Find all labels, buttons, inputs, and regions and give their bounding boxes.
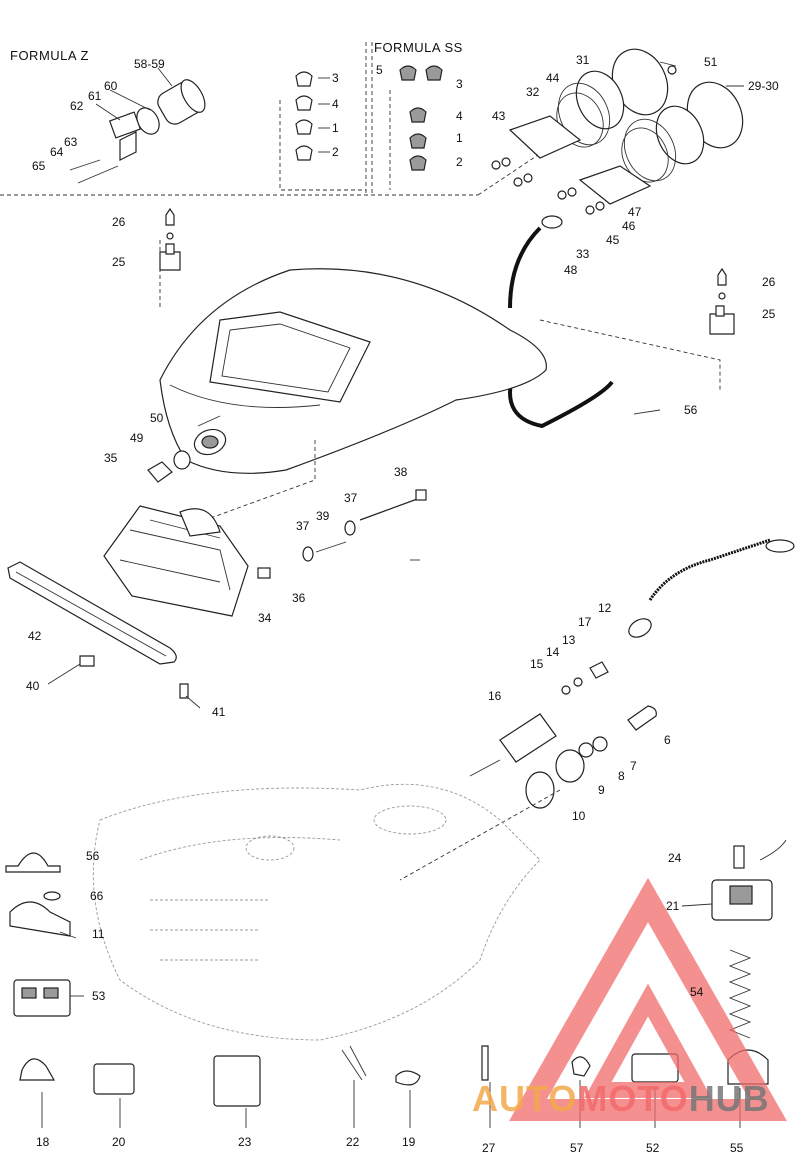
- callout-41: 41: [212, 705, 226, 719]
- watermark-hub: HUB: [688, 1078, 770, 1119]
- callout-58-59: 58-59: [134, 57, 165, 71]
- callout-26a: 26: [112, 215, 126, 229]
- callout-33: 33: [576, 247, 590, 261]
- callout-53: 53: [92, 989, 106, 1003]
- callout-2b: 2: [456, 155, 463, 169]
- adjuster-hardware: [302, 489, 427, 562]
- callout-26b: 26: [762, 275, 776, 289]
- callout-7: 7: [630, 759, 637, 773]
- callout-8: 8: [618, 769, 625, 783]
- voltage-regulator: [711, 839, 787, 921]
- callout-66: 66: [90, 889, 104, 903]
- callout-50: 50: [150, 411, 164, 425]
- callout-15: 15: [530, 657, 544, 671]
- callout-49: 49: [130, 431, 144, 445]
- bulb-group-right: [389, 65, 443, 190]
- callout-61: 61: [88, 89, 102, 103]
- callout-18: 18: [36, 1135, 50, 1149]
- callout-19: 19: [402, 1135, 416, 1149]
- section-header-formula-z: FORMULA Z: [10, 48, 89, 63]
- switch-left: [159, 207, 181, 271]
- callout-10: 10: [572, 809, 586, 823]
- callout-51: 51: [704, 55, 718, 69]
- callout-57: 57: [570, 1141, 584, 1155]
- callout-6: 6: [664, 733, 671, 747]
- watermark-wordmark: AUTOMOTOHUB: [472, 1078, 770, 1120]
- bulb-group-left: [279, 71, 366, 191]
- callout-2a: 2: [332, 145, 339, 159]
- switch-right: [709, 267, 735, 335]
- callout-14: 14: [546, 645, 560, 659]
- spring-54: [728, 949, 752, 1039]
- watermark-moto: MOTO: [577, 1078, 689, 1119]
- callout-65: 65: [32, 159, 46, 173]
- callout-1b: 1: [456, 131, 463, 145]
- callout-3a: 3: [332, 71, 339, 85]
- callout-22: 22: [346, 1135, 360, 1149]
- callout-39: 39: [316, 509, 330, 523]
- callout-numbers: 58-59 60 61 62 63 64 65 3 4 1 2 5 3 4 1 …: [26, 53, 779, 1155]
- headlamp-bracket: [7, 561, 189, 699]
- callout-31: 31: [576, 53, 590, 67]
- callout-44: 44: [546, 71, 560, 85]
- socket-assembly: [147, 428, 227, 483]
- callout-11: 11: [92, 927, 105, 941]
- gauge-assembly: [477, 48, 744, 429]
- callout-64: 64: [50, 145, 64, 159]
- callout-4a: 4: [332, 97, 339, 111]
- callout-29-30: 29-30: [748, 79, 779, 93]
- callout-37a: 37: [344, 491, 358, 505]
- callout-36: 36: [292, 591, 306, 605]
- callout-62: 62: [70, 99, 84, 113]
- connector-53: [13, 979, 71, 1017]
- callout-24: 24: [668, 851, 682, 865]
- callout-3b: 3: [456, 77, 463, 91]
- callout-48: 48: [564, 263, 578, 277]
- headlamp: [103, 505, 271, 617]
- callout-9: 9: [598, 783, 605, 797]
- hood: [159, 240, 721, 521]
- callout-47: 47: [628, 205, 642, 219]
- callout-42: 42: [28, 629, 42, 643]
- key-switch-assembly: [399, 538, 795, 881]
- callout-38: 38: [394, 465, 408, 479]
- callout-37b: 37: [296, 519, 310, 533]
- callout-17: 17: [578, 615, 592, 629]
- section-header-formula-ss: FORMULA SS: [374, 40, 463, 55]
- callout-35: 35: [104, 451, 118, 465]
- callout-34: 34: [258, 611, 272, 625]
- callout-23: 23: [238, 1135, 252, 1149]
- frame-outline: [92, 783, 541, 1041]
- callout-56a: 56: [684, 403, 698, 417]
- leader-lines: [47, 61, 744, 997]
- callout-46: 46: [622, 219, 636, 233]
- callout-20: 20: [112, 1135, 126, 1149]
- callout-25a: 25: [112, 255, 126, 269]
- callout-12: 12: [598, 601, 612, 615]
- callout-13: 13: [562, 633, 576, 647]
- callout-60: 60: [104, 79, 118, 93]
- callout-4b: 4: [456, 109, 463, 123]
- callout-63: 63: [64, 135, 78, 149]
- callout-56b: 56: [86, 849, 100, 863]
- callout-5: 5: [376, 63, 383, 77]
- callout-45: 45: [606, 233, 620, 247]
- callout-43: 43: [492, 109, 506, 123]
- callout-32: 32: [526, 85, 540, 99]
- callout-1a: 1: [332, 121, 339, 135]
- callout-54: 54: [690, 985, 704, 999]
- watermark-logo-triangle: [509, 877, 787, 1121]
- callout-55: 55: [730, 1141, 744, 1155]
- callout-40: 40: [26, 679, 40, 693]
- callout-25b: 25: [762, 307, 776, 321]
- callout-27: 27: [482, 1141, 496, 1155]
- callout-16: 16: [488, 689, 502, 703]
- watermark-auto: AUTO: [472, 1078, 578, 1119]
- callout-52: 52: [646, 1141, 660, 1155]
- clamps: [5, 852, 71, 937]
- callout-21: 21: [666, 899, 680, 913]
